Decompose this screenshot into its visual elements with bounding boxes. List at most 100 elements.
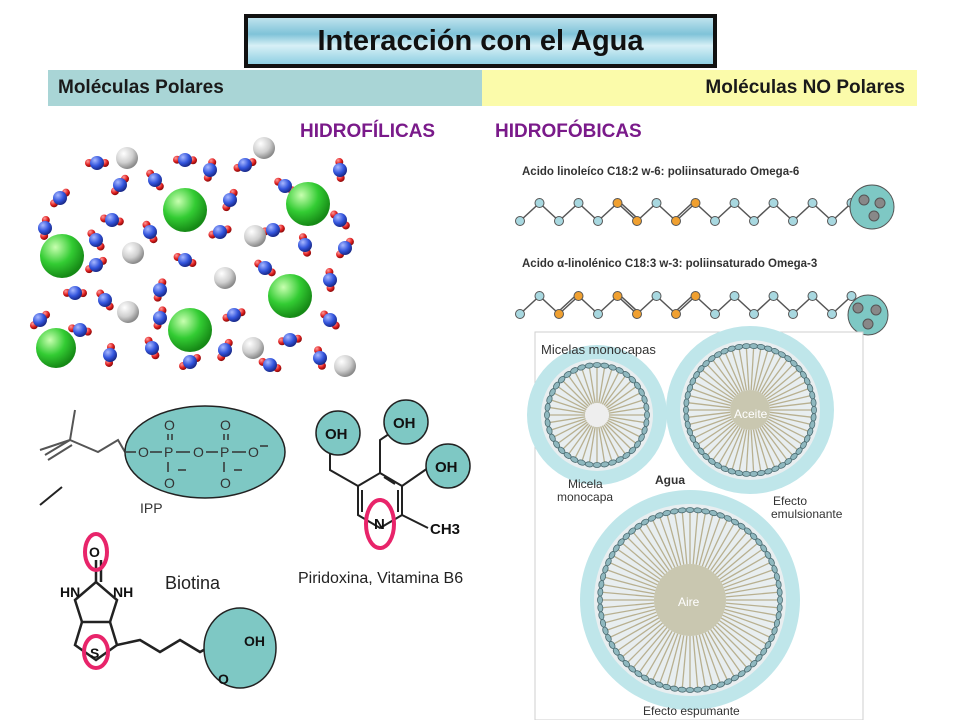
carbon-atom xyxy=(651,291,662,301)
water-center-atom xyxy=(263,358,277,372)
lipid-tail xyxy=(673,511,685,565)
water-center-atom xyxy=(283,333,297,347)
lipid-tail xyxy=(767,380,808,402)
biotin-molecule: O HN NH S OH O Biotina xyxy=(60,532,277,689)
water-center-atom xyxy=(258,261,272,275)
lipid-head xyxy=(677,686,687,693)
lipid-tail xyxy=(707,521,736,570)
lipid-tail xyxy=(717,426,741,466)
pyridoxine-oh-2: OH xyxy=(393,415,416,432)
lipid-head xyxy=(810,413,817,422)
lipid-tail xyxy=(608,406,647,414)
lipid-tail xyxy=(720,617,769,646)
water-center-atom xyxy=(153,283,167,297)
water-center-atom xyxy=(313,351,327,365)
emulsion-label-1: Efecto xyxy=(773,494,807,508)
lipid-tail xyxy=(712,627,749,670)
carbon-atom xyxy=(554,216,564,226)
lipid-tail xyxy=(722,614,772,639)
lipid-tail xyxy=(573,370,593,405)
air-label: Aire xyxy=(678,595,700,609)
water-center-atom xyxy=(145,341,159,355)
water-center-atom xyxy=(89,233,103,247)
double-bond-carbon xyxy=(554,309,564,319)
water-center-atom xyxy=(148,173,162,187)
lipid-tail xyxy=(673,635,685,689)
water-center-atom xyxy=(266,223,280,237)
water-center-atom xyxy=(227,308,241,322)
lipid-tail xyxy=(681,635,688,690)
ipp-phosphate-highlight xyxy=(124,405,286,499)
lipid-tail xyxy=(750,429,755,474)
carbon-atom xyxy=(749,216,759,226)
lipid-tail xyxy=(580,367,594,404)
water-center-atom xyxy=(218,343,232,357)
water-center-atom xyxy=(33,313,47,327)
lipid-tail xyxy=(724,608,778,624)
water-center-atom xyxy=(68,286,82,300)
lipid-tail xyxy=(556,385,588,409)
chloride-ion xyxy=(40,234,84,278)
lipid-tail xyxy=(606,421,638,445)
lipid-head xyxy=(683,405,689,415)
lipid-tail xyxy=(547,416,586,424)
water-center-atom xyxy=(333,163,347,177)
micelle-label-2: monocapa xyxy=(557,490,613,504)
lipid-tail xyxy=(644,521,673,570)
lipid-tail xyxy=(549,418,586,432)
lipid-tail xyxy=(552,391,587,411)
lipid-tail xyxy=(607,419,642,439)
lipid-tail xyxy=(567,374,591,406)
lipid-tail xyxy=(637,525,670,571)
lipid-tail xyxy=(763,424,795,457)
biotin-hn: HN xyxy=(60,584,80,600)
lipid-tail xyxy=(731,428,745,472)
double-bond-carbon xyxy=(573,291,584,301)
carbon-atom xyxy=(768,198,779,208)
lipid-tail xyxy=(769,401,814,409)
lipid-tail xyxy=(601,583,655,595)
lipid-tail xyxy=(752,346,762,391)
lipid-tail xyxy=(768,416,811,433)
lipid-tail xyxy=(759,426,783,466)
lipid-tail xyxy=(717,354,741,394)
water-center-atom xyxy=(153,311,167,325)
lipid-tail xyxy=(723,568,775,589)
lipid-tail xyxy=(724,576,778,592)
lipid-tail xyxy=(615,547,661,580)
lipid-tail xyxy=(769,413,813,426)
water-label: Agua xyxy=(655,473,685,487)
lipid-tail xyxy=(608,398,645,412)
hydrophobic-label: HIDROFÓBICAS xyxy=(495,121,642,142)
lipid-tail xyxy=(695,635,707,689)
lipid-tail xyxy=(573,425,593,460)
lipid-tail xyxy=(620,541,663,578)
lipid-tail xyxy=(761,358,789,395)
lipid-tail xyxy=(712,530,749,573)
pyridoxine-ch3: CH3 xyxy=(430,521,460,538)
ipp-p-1: P xyxy=(164,444,173,460)
ipp-o-4: O xyxy=(193,444,204,460)
lipid-tail xyxy=(731,348,745,392)
lipid-tail xyxy=(711,425,739,462)
ipp-o-1: O xyxy=(138,444,149,460)
lipid-tail xyxy=(689,387,732,404)
lipid-tail xyxy=(607,391,642,411)
micelle-drawings xyxy=(527,326,834,710)
lipid-head xyxy=(776,587,783,597)
carbon-atom xyxy=(534,291,545,301)
lipid-tail xyxy=(608,614,658,639)
lipid-head xyxy=(685,687,695,693)
lipid-tail xyxy=(722,561,772,586)
water-center-atom xyxy=(183,355,197,369)
water-center-atom xyxy=(203,163,217,177)
water-center-atom xyxy=(333,213,347,227)
lipid-tail xyxy=(608,418,645,432)
lipid-tail xyxy=(611,554,660,583)
sodium-ion xyxy=(117,301,139,323)
linoleic-acid-label: Acido linoleíco C18:2 w-6: poliinsaturad… xyxy=(522,166,799,178)
lipid-tail xyxy=(719,547,765,580)
pyridoxine-label: Piridoxina, Vitamina B6 xyxy=(298,570,463,587)
lipid-tail xyxy=(687,394,731,407)
